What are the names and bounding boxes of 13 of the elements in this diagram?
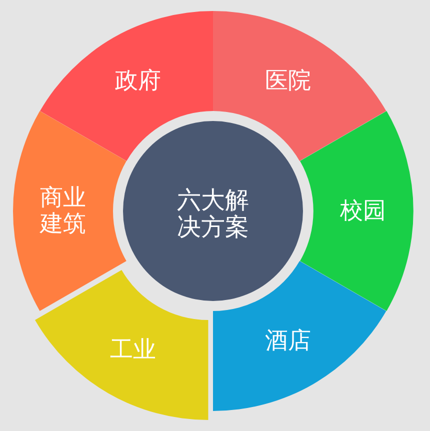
segment-label: 医院 (265, 68, 311, 94)
ring-segment (40, 11, 213, 161)
segment-label: 酒店 (265, 328, 311, 354)
ring-segment (213, 261, 386, 411)
segment-label: 工业 (110, 336, 156, 363)
ring-segment (34, 270, 208, 420)
ring-segment (13, 111, 126, 311)
ring-segment (213, 11, 386, 161)
center-title: 六大解决方案 (176, 186, 250, 240)
ring-segment (300, 111, 413, 311)
segment-label: 商业建筑 (38, 185, 87, 237)
segment-label: 校园 (340, 198, 386, 224)
segment-label: 政府 (114, 68, 161, 94)
